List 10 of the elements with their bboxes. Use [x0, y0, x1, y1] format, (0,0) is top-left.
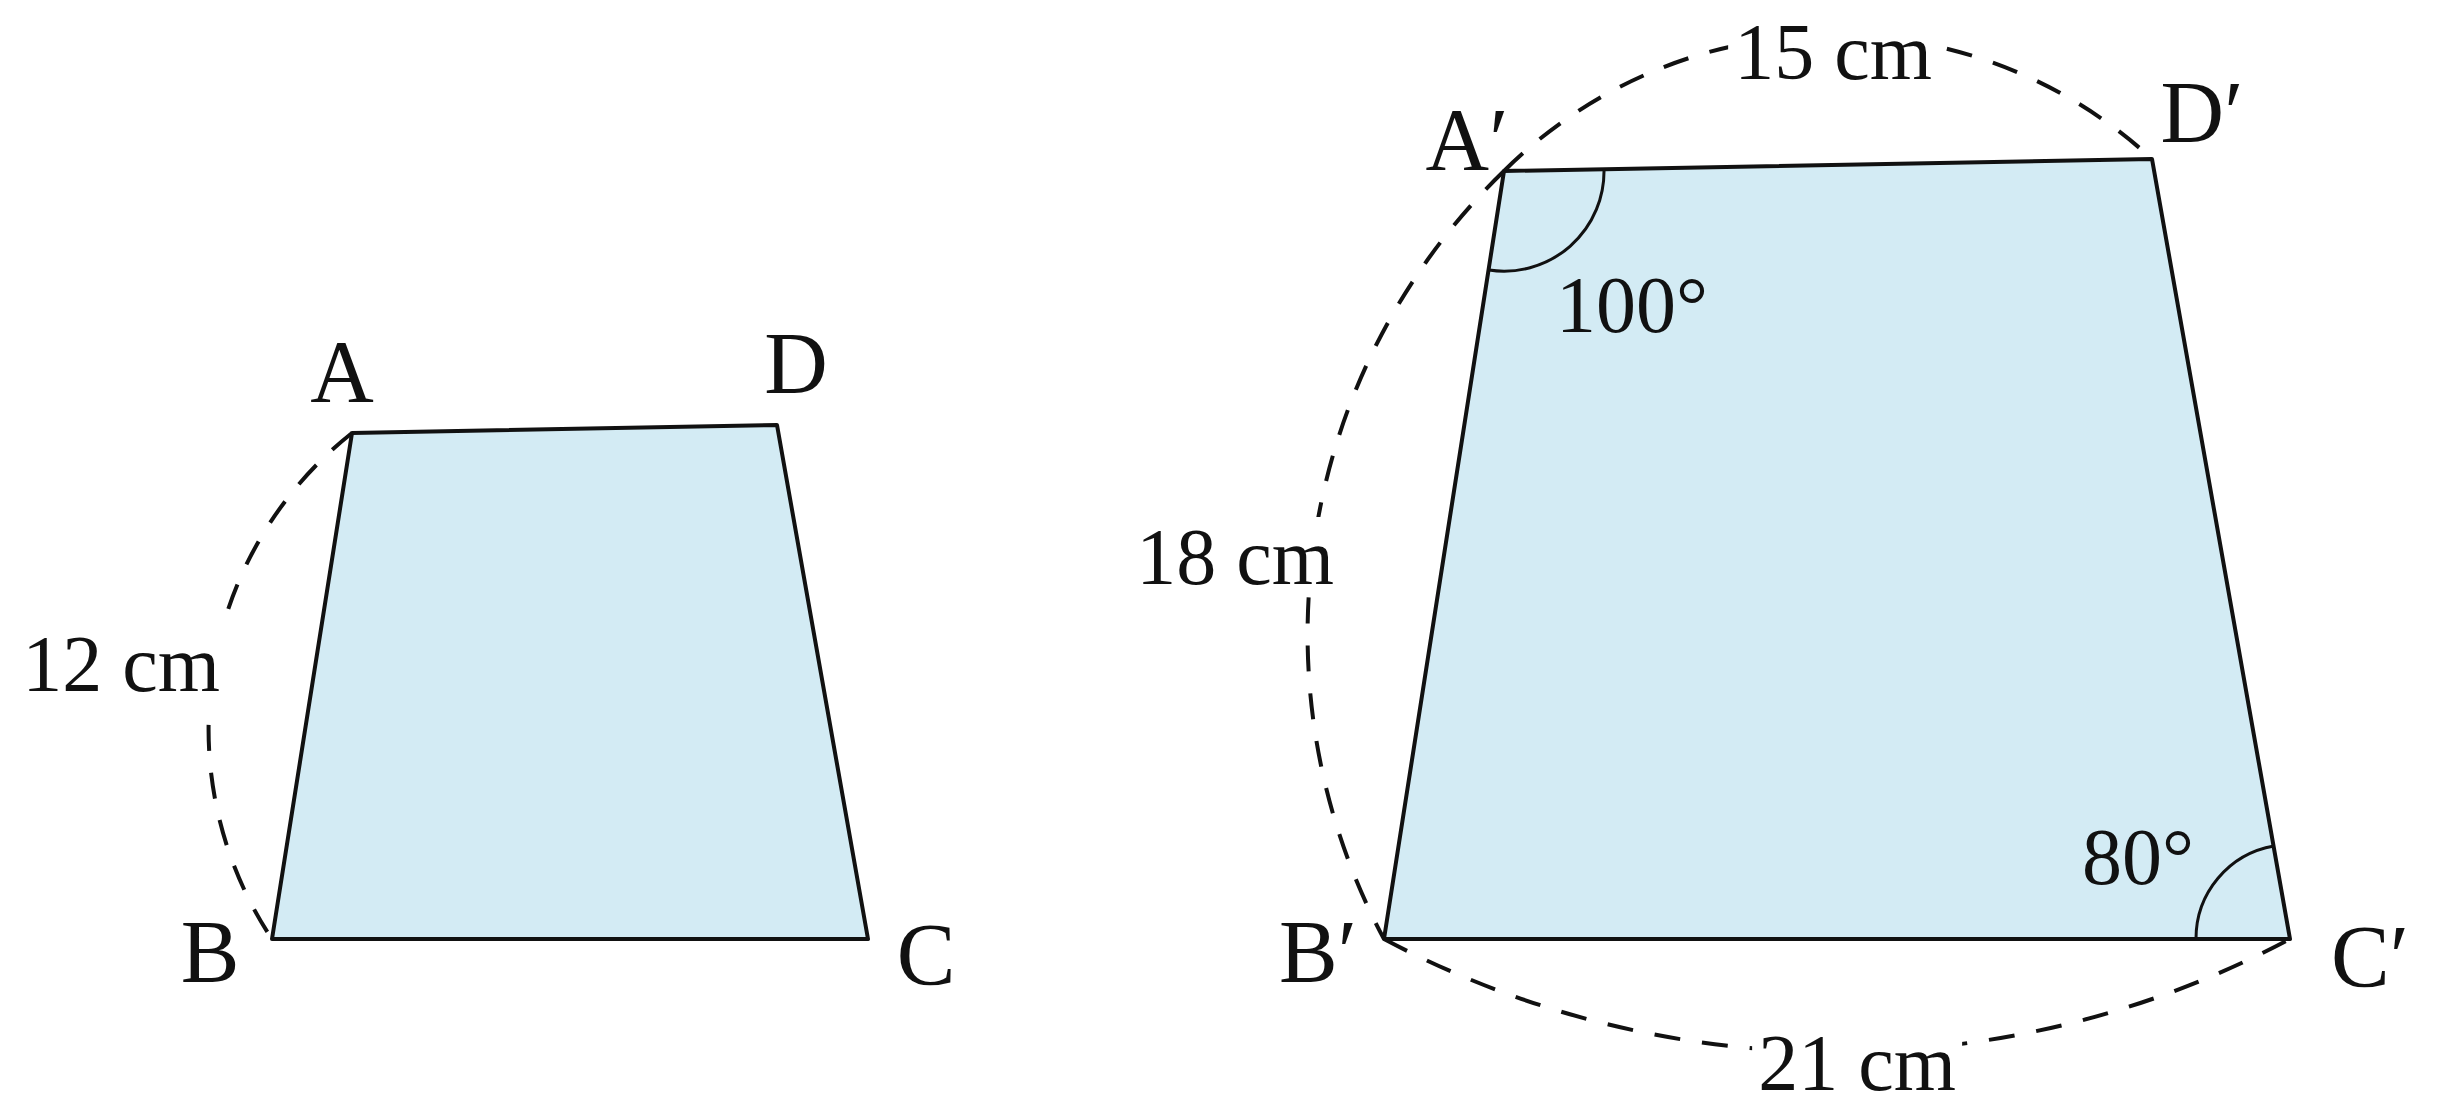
- vertex-label: A: [310, 328, 374, 416]
- vertex-label: B: [180, 908, 240, 996]
- vertex-label: A′: [1425, 96, 1509, 184]
- angle-label: 100°: [1556, 265, 1708, 345]
- vertex-label: C: [896, 911, 956, 999]
- vertex-label: D: [764, 320, 828, 408]
- angle-label: 80°: [2082, 817, 2194, 897]
- vertex-label: D′: [2160, 69, 2244, 157]
- vertex-label: C′: [2331, 913, 2409, 1001]
- vertex-label: B′: [1279, 908, 1357, 996]
